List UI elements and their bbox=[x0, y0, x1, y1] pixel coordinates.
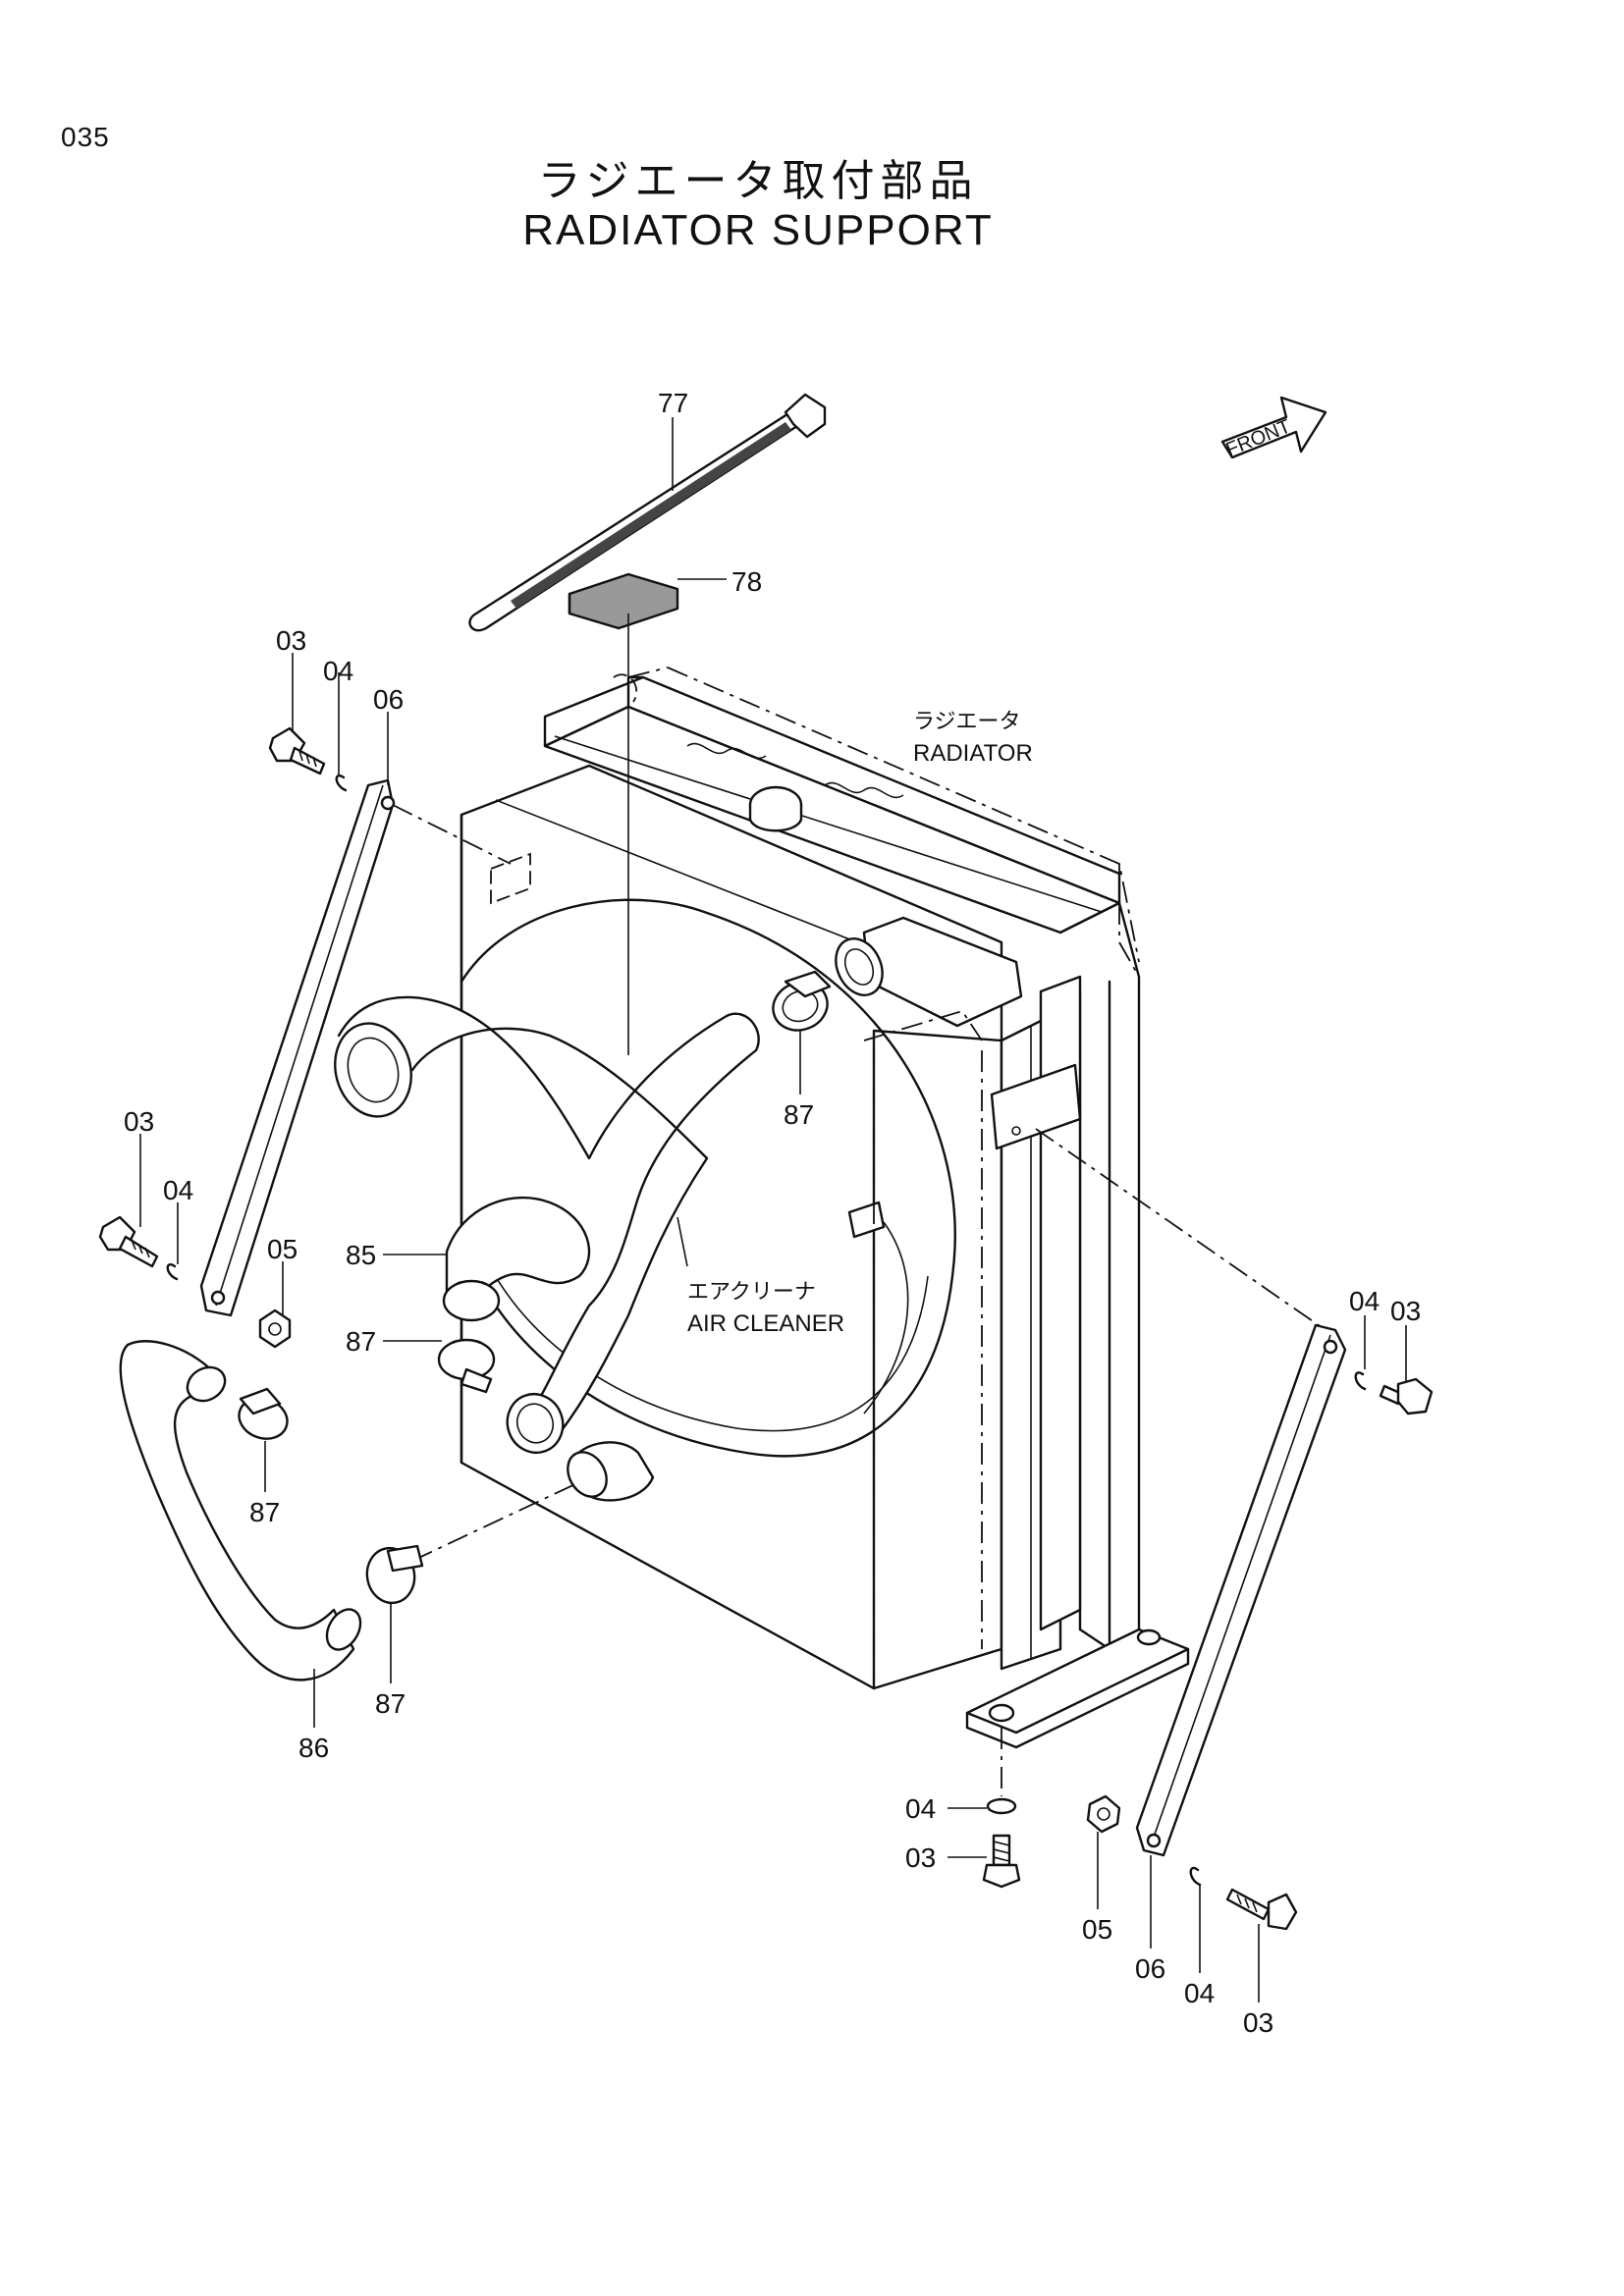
callout-87: 87 bbox=[784, 1099, 814, 1130]
part-78-pad bbox=[568, 572, 679, 1055]
callout-03: 03 bbox=[1390, 1296, 1421, 1326]
callout-04: 04 bbox=[905, 1793, 936, 1824]
fasteners bbox=[98, 726, 1434, 1931]
callout-78: 78 bbox=[731, 566, 762, 597]
page-title-japanese: ラジエータ取付部品 bbox=[537, 156, 979, 206]
part-86-hose-lower bbox=[119, 1340, 362, 1682]
radiator-label: RADIATOR bbox=[913, 740, 1033, 767]
callout-06: 06 bbox=[1135, 1953, 1165, 1984]
callout-77: 77 bbox=[658, 388, 688, 418]
radiator-assembly bbox=[460, 673, 1190, 1749]
callout-04: 04 bbox=[323, 656, 353, 686]
callout-87: 87 bbox=[249, 1497, 280, 1527]
callout-05: 05 bbox=[1082, 1914, 1112, 1945]
alignment-lines bbox=[392, 667, 1326, 1796]
page-number: 035 bbox=[61, 122, 110, 152]
callout-03: 03 bbox=[905, 1842, 936, 1873]
page-title: RADIATOR SUPPORT bbox=[522, 206, 994, 254]
part-87-hose-clamps bbox=[238, 970, 832, 1605]
callout-04: 04 bbox=[163, 1175, 193, 1205]
part-06-stay-right bbox=[1135, 1323, 1347, 1857]
part-77-cable-tie bbox=[468, 393, 827, 632]
callout-04: 04 bbox=[1184, 1978, 1215, 2008]
radiator-label-japanese: ラジエータ bbox=[913, 710, 1021, 734]
callout-87: 87 bbox=[346, 1326, 376, 1357]
part-85-hose-upper bbox=[334, 995, 760, 1454]
callout-04: 04 bbox=[1349, 1286, 1380, 1316]
callout-03: 03 bbox=[276, 625, 306, 656]
front-label: FRONT bbox=[1223, 415, 1294, 460]
callout-03: 03 bbox=[124, 1106, 154, 1137]
callout-05: 05 bbox=[267, 1234, 298, 1264]
callout-85: 85 bbox=[346, 1240, 376, 1270]
callout-86: 86 bbox=[298, 1733, 329, 1763]
air-cleaner-label: AIR CLEANER bbox=[687, 1310, 844, 1337]
air-cleaner-label-japanese: エアクリーナ bbox=[687, 1280, 816, 1305]
callout-87: 87 bbox=[375, 1688, 406, 1719]
front-direction-arrow: FRONT bbox=[1220, 396, 1327, 461]
leader-lines bbox=[139, 417, 1407, 2002]
callout-03: 03 bbox=[1243, 2007, 1273, 2038]
callout-06: 06 bbox=[373, 684, 404, 715]
